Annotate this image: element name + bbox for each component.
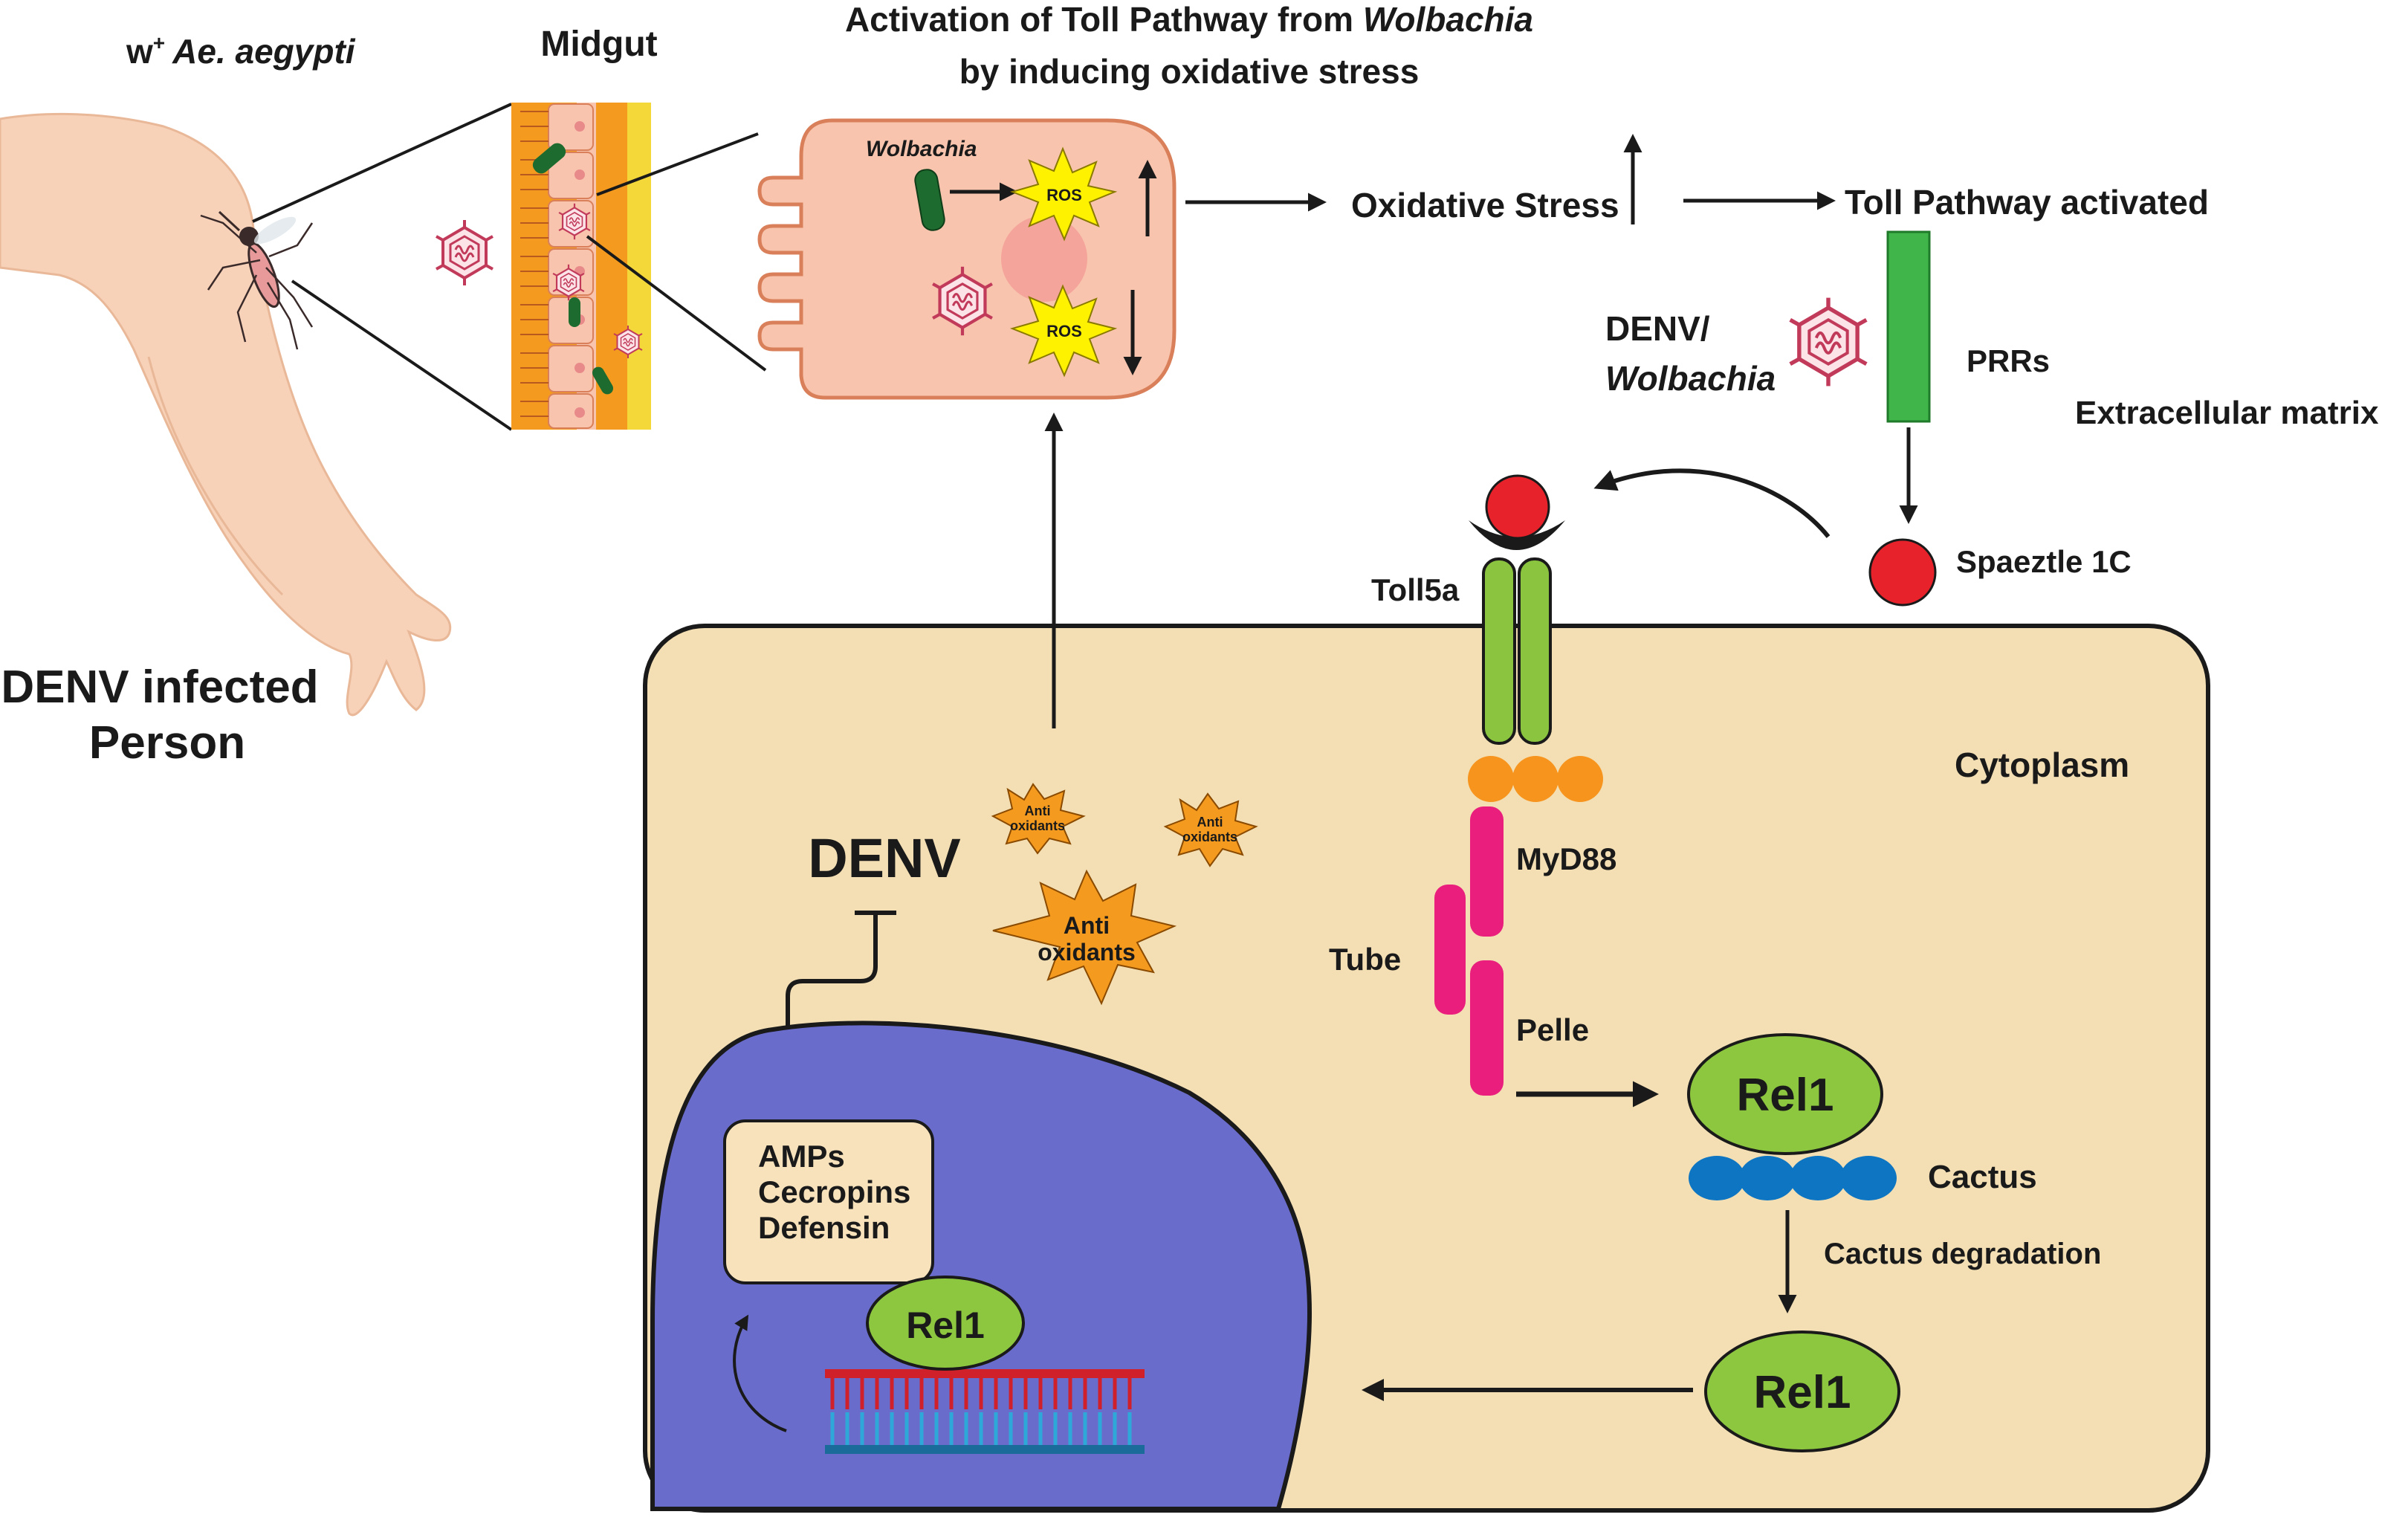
svg-text:ROS: ROS [1046,186,1082,204]
cactus-protein [1689,1156,1897,1200]
amp-genes-box [723,1119,934,1284]
rel1-top-label: Rel1 [1737,1070,1834,1121]
midgut-tissue [511,103,651,430]
adapter-complex [1468,756,1603,802]
human-arm-illustration [0,112,452,717]
ros-burst-top: ROS [1009,146,1118,242]
rel1-cactus-bound [1687,1033,1883,1155]
denv-inhibited-label: DENV [808,827,961,889]
tube-label: Tube [1329,942,1401,977]
dna-double-helix [825,1369,1145,1454]
antioxidant-burst-small-1: Anti oxidants [991,783,1086,855]
zoom-line-top [252,103,512,223]
myd88-label: MyD88 [1516,841,1616,876]
rel1-free [1704,1331,1900,1452]
pelle-label: Pelle [1516,1012,1589,1047]
zoom-cell-bottom [586,235,767,372]
svg-text:ROS: ROS [1046,322,1082,340]
prrs-label: PRRs [1967,343,2050,378]
denv-slash-label: DENV/ [1605,309,1710,348]
toll5a-receptor [1469,474,1565,745]
pelle-protein [1470,960,1504,1096]
cytoplasm-label: Cytoplasm [1955,746,2129,784]
inhibition-line [786,911,896,1096]
toll-activated-label: Toll Pathway activated [1845,183,2209,222]
tube-protein [1434,885,1466,1015]
prr-receptor [1886,230,1931,423]
cecropins-label: Cecropins [758,1174,910,1209]
svg-text:Anti: Anti [1064,912,1110,939]
defensin-label: Defensin [758,1210,890,1245]
midgut-epithelial-cell [757,118,1177,400]
wolbachia-bacterium-icon [914,169,945,231]
transcription-curved-arrow [733,1314,787,1432]
arrow-spaeztle-to-toll5a [1593,468,1831,538]
mosquito-strain-label: w+Ae. aegypti [126,31,356,71]
diagram-title-line1: Activation of Toll Pathway from Wolbachi… [845,0,1533,39]
extracellular-matrix-label: Extracellular matrix [2075,395,2379,431]
amps-label: AMPs [758,1139,845,1174]
antioxidant-burst-small-2: Anti oxidants [1163,792,1258,867]
rel1-bottom-label: Rel1 [1754,1367,1851,1418]
svg-text:oxidants: oxidants [1010,818,1065,833]
spaeztle-ligand [1868,538,1937,607]
person-label-line1: DENV infected [1,662,318,713]
svg-text:Anti: Anti [1197,815,1223,830]
diagram-title-line2: by inducing oxidative stress [959,52,1420,91]
rel1-nuclear [866,1276,1025,1371]
zoom-line-bottom [291,279,513,431]
toll5a-label: Toll5a [1371,572,1460,607]
rel1-nucleus-label: Rel1 [906,1304,985,1346]
denv-ligand-virion-icon [1790,298,1867,387]
svg-text:oxidants: oxidants [1182,830,1237,844]
zoom-cell-top [596,132,759,196]
spaeztle-label: Spaeztle 1C [1956,544,2132,579]
person-label-line2: Person [89,717,245,769]
midgut-label: Midgut [540,25,657,64]
svg-text:oxidants: oxidants [1038,939,1136,966]
svg-text:Anti: Anti [1025,804,1051,818]
ros-burst-bottom: ROS [1009,284,1118,378]
cactus-degradation-label: Cactus degradation [1824,1238,2101,1270]
mosquito-icon [200,210,314,350]
wolbachia-ligand-label: Wolbachia [1605,359,1776,398]
antioxidant-burst-large: Anti oxidants [992,869,1177,1006]
myd88-protein [1470,806,1504,937]
wolbachia-cell-label: Wolbachia [866,137,977,161]
denv-virion-icon [435,219,494,287]
oxidative-stress-label: Oxidative Stress [1351,186,1619,224]
cactus-label: Cactus [1928,1159,2037,1195]
